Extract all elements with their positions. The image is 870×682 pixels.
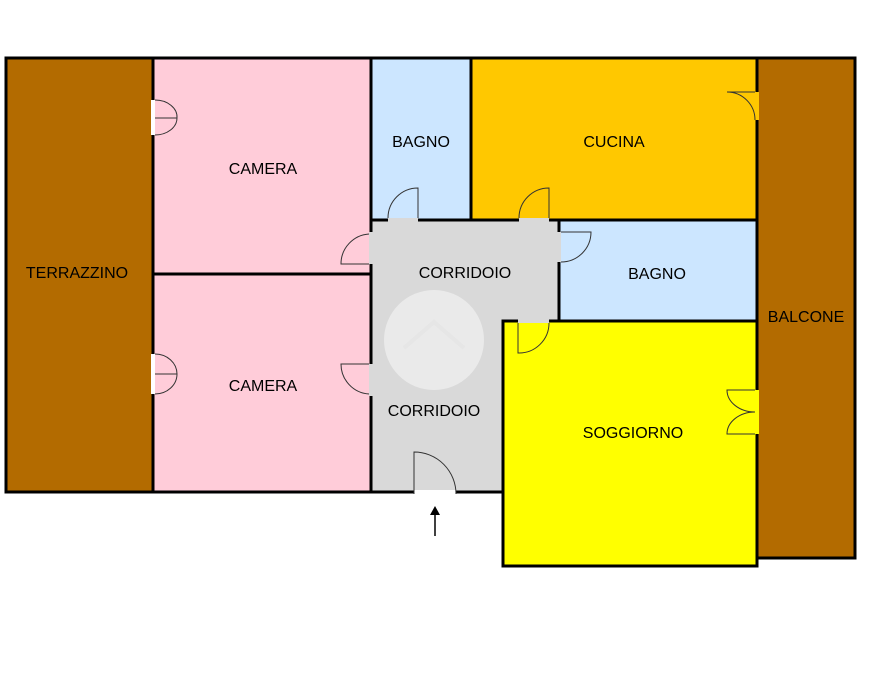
room-balcone [755,56,857,560]
room-camera-bottom [151,272,373,494]
door-camera-bottom [340,363,370,395]
door-camera-top [340,233,370,265]
label-bagno-right: BAGNO [628,266,686,283]
label-bagno-top: BAGNO [392,134,450,151]
up-arrow-icon [430,506,440,536]
door-camera-top-terrace [154,99,178,136]
door-soggiorno [517,322,550,354]
label-camera-top: CAMERA [229,161,298,178]
label-camera-bottom: CAMERA [229,378,298,395]
door-bagno-top [387,187,419,219]
door-soggiorno-balcone [726,389,756,435]
room-camera-top [151,56,373,276]
label-cucina: CUCINA [583,134,645,151]
label-terrazzino: TERRAZZINO [26,265,128,282]
label-corridoio-top: CORRIDOIO [419,265,511,282]
room-terrazzino [4,56,155,494]
label-soggiorno: SOGGIORNO [583,425,683,442]
entrance-door [413,451,457,495]
room-bagno-right [557,218,759,323]
room-soggiorno [501,319,759,568]
door-cucina [518,187,550,219]
watermark-logo [384,290,484,390]
door-camera-bottom-terrace [154,353,178,395]
door-cucina-balcone [726,91,756,121]
door-bagno-right [560,231,592,263]
label-corridoio-bottom: CORRIDOIO [388,403,480,420]
label-balcone: BALCONE [768,309,844,326]
